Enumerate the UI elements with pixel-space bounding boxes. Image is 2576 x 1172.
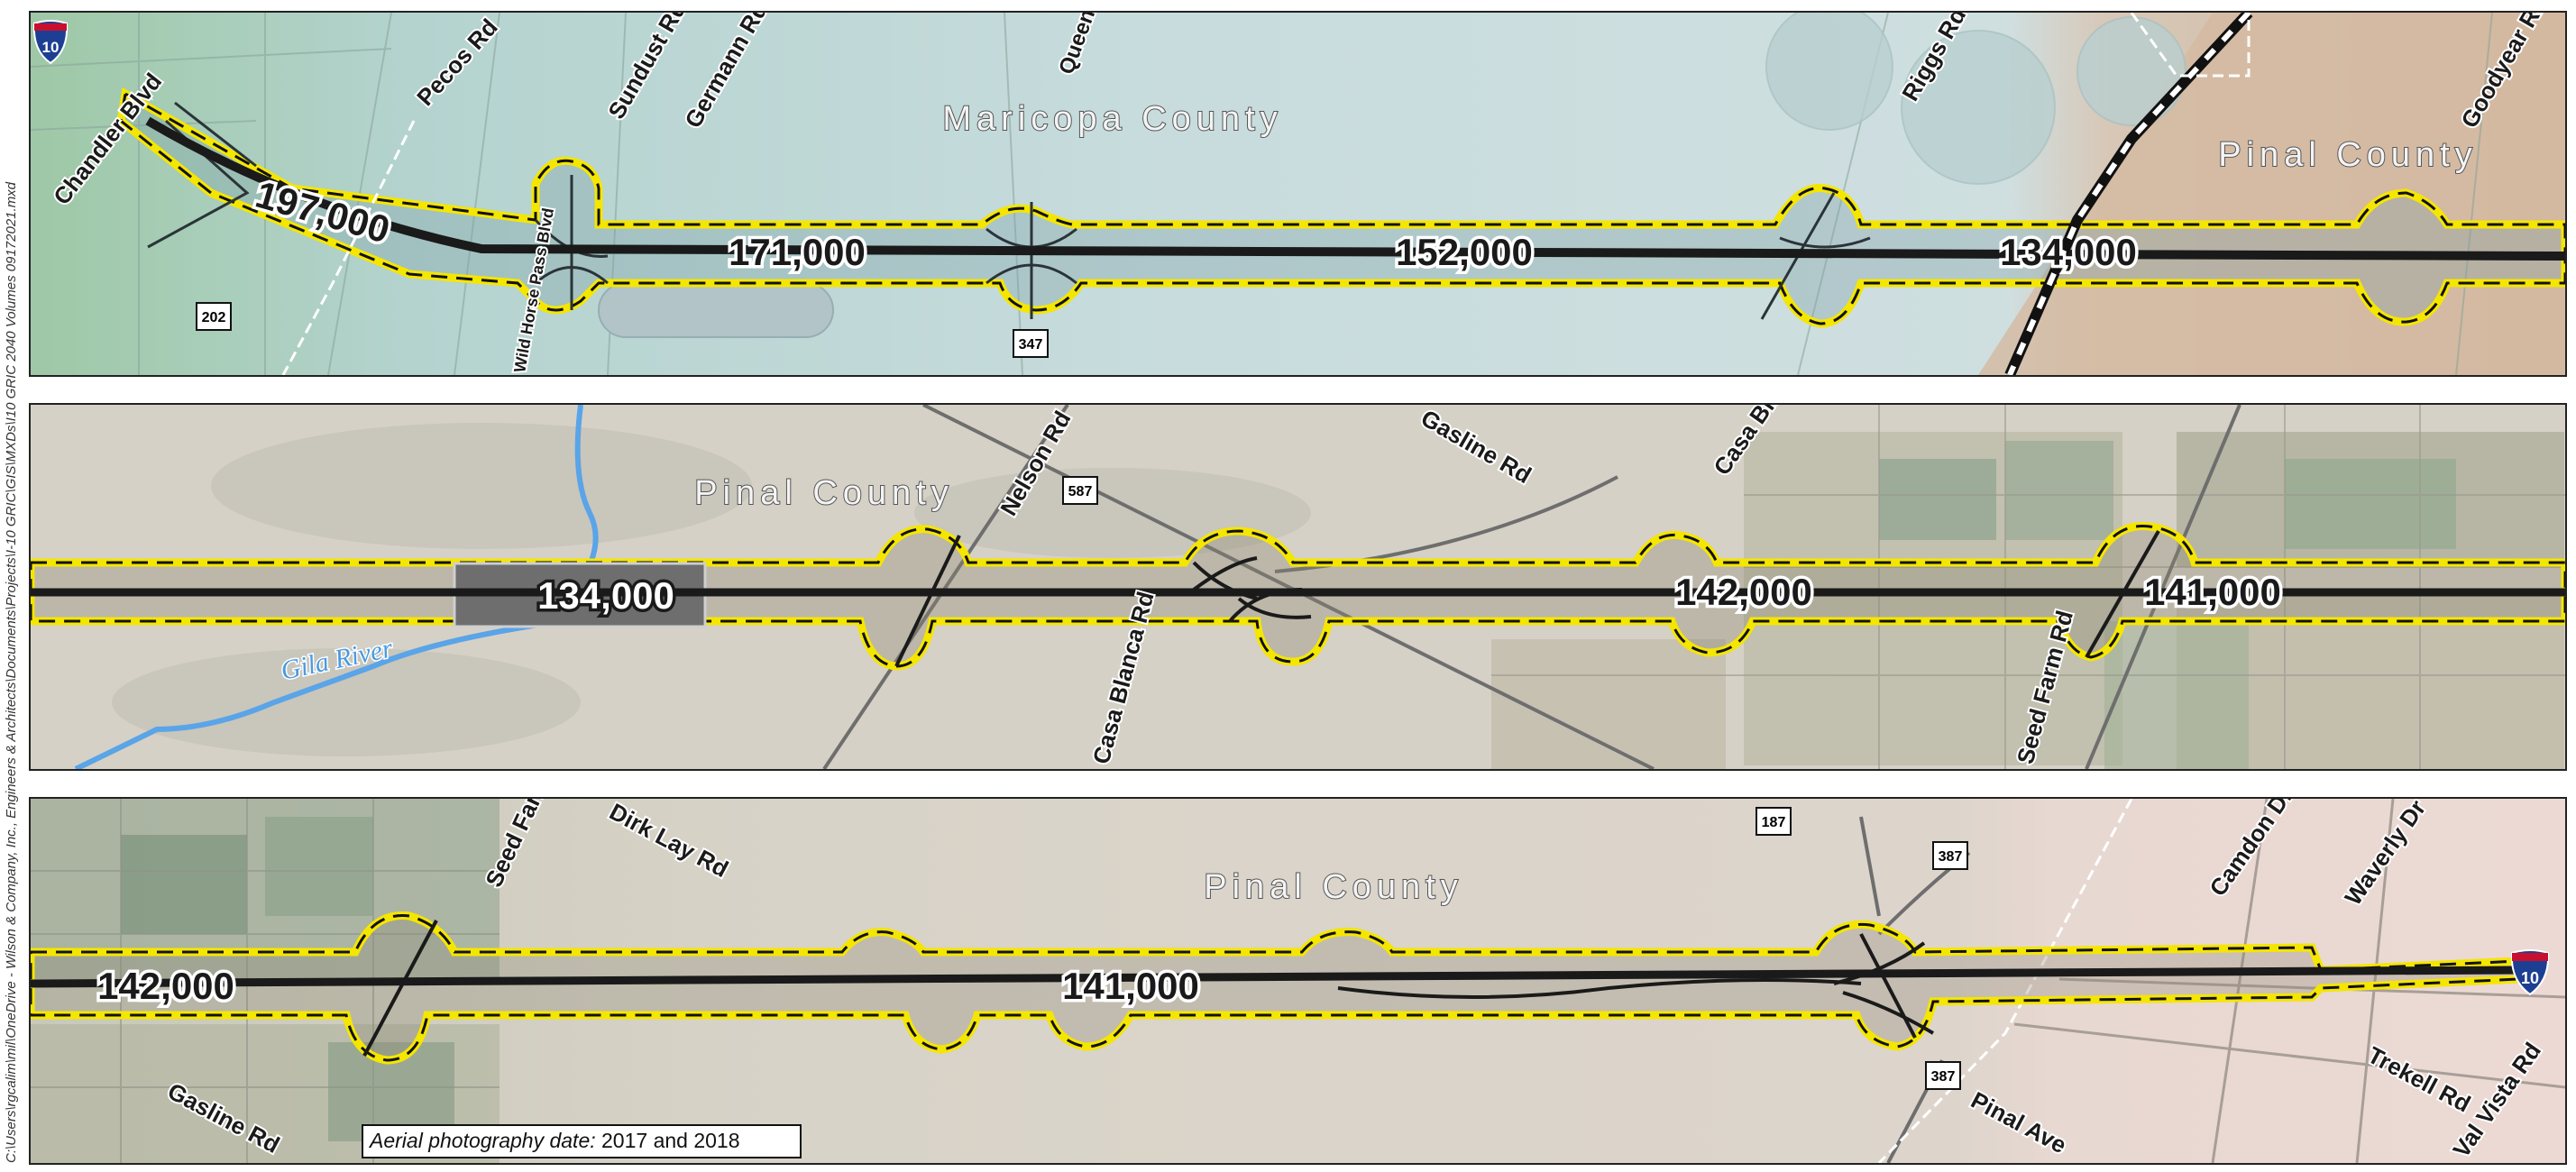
airfield xyxy=(598,282,834,338)
svg-text:10: 10 xyxy=(2521,969,2539,987)
aerial-photo-note: Aerial photography date: 2017 and 2018 xyxy=(362,1124,802,1158)
map-panel-3[interactable]: Seed Farm Rd Dirk Lay Rd Gasline Rd Camd… xyxy=(29,797,2567,1165)
route-shield-icon: 587 xyxy=(1062,476,1098,505)
study-area-dash xyxy=(31,525,2565,668)
reservation-boundary xyxy=(281,120,416,375)
county-label: Maricopa County xyxy=(942,100,1282,138)
interstate-shield-icon: 10 xyxy=(32,20,69,65)
local-roads xyxy=(2013,799,2565,1163)
traffic-volume-label: 142,000 xyxy=(1675,571,1812,613)
route-shield-icon: 347 xyxy=(1013,329,1049,358)
map-panel-1[interactable]: Chandler Blvd Pecos Rd Sundust Rd German… xyxy=(29,11,2567,377)
reservation-boundary-2 xyxy=(2130,13,2251,78)
i10-highway xyxy=(145,116,2565,261)
traffic-volume-label: 171,000 xyxy=(729,231,866,273)
file-path-note: C:\Users\rgcalim\mil\OneDrive - Wilson &… xyxy=(4,181,19,1163)
svg-text:Aerial photography date: 2017: Aerial photography date: 2017 and 2018 xyxy=(368,1129,740,1152)
i10-highway xyxy=(31,966,2520,988)
county-line-dash xyxy=(2007,13,2251,375)
county-label: Pinal County xyxy=(694,474,953,512)
interchange-ramps xyxy=(362,920,1935,1057)
svg-text:387: 387 xyxy=(1939,849,1963,865)
svg-text:187: 187 xyxy=(1762,815,1786,830)
route-shield-icon: 387 xyxy=(1932,841,1968,870)
county-label: Pinal County xyxy=(1204,868,1462,906)
traffic-volume-label: 152,000 xyxy=(1396,231,1533,273)
svg-text:347: 347 xyxy=(1019,337,1043,353)
svg-text:587: 587 xyxy=(1068,484,1093,499)
route-shield-icon: 202 xyxy=(196,302,232,331)
county-label: Pinal County xyxy=(2218,136,2477,174)
traffic-volume-label: 134,000 xyxy=(537,574,674,617)
map-panel-2[interactable]: Nelson Rd Gasline Rd Casa Blanca Rd Seed… xyxy=(29,403,2567,771)
svg-text:202: 202 xyxy=(202,310,226,325)
traffic-volume-label: 141,000 xyxy=(2144,571,2281,613)
field-grid xyxy=(1491,405,2565,769)
crop-circles xyxy=(1765,13,2186,185)
reservation-boundary xyxy=(1877,799,2133,1163)
route-shield-icon: 187 xyxy=(1756,807,1792,836)
traffic-volume-label: 141,000 xyxy=(1062,965,1199,1007)
svg-text:10: 10 xyxy=(42,39,60,56)
svg-text:387: 387 xyxy=(1931,1069,1956,1085)
traffic-volume-label: 134,000 xyxy=(2000,231,2137,273)
study-area-dash xyxy=(119,91,2565,325)
interstate-shield-icon: 10 xyxy=(2510,949,2550,996)
traffic-volume-label: 142,000 xyxy=(97,965,234,1007)
route-shield-icon: 387 xyxy=(1925,1061,1961,1090)
